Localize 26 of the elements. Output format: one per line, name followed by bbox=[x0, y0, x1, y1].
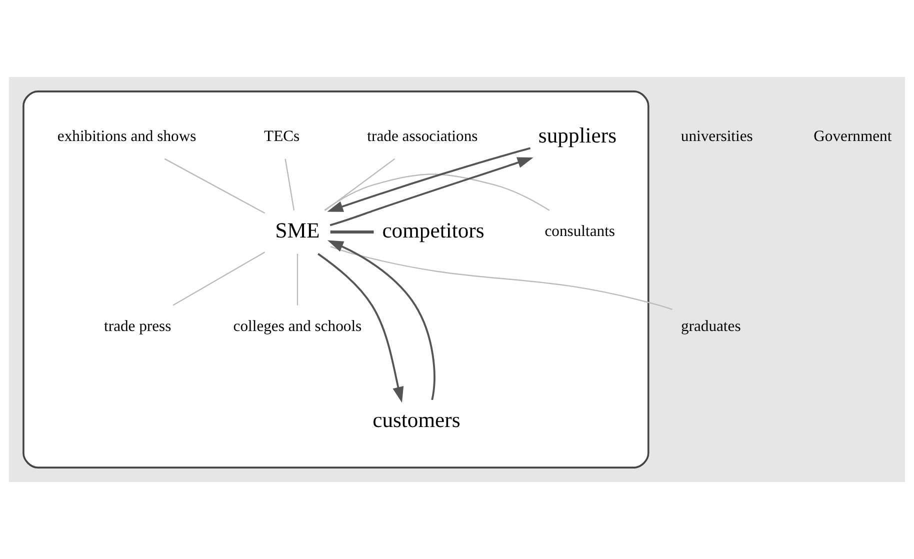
connector bbox=[164, 158, 266, 214]
node-text: trade associations bbox=[367, 128, 478, 146]
arrow bbox=[327, 147, 531, 212]
node-text: Government bbox=[814, 128, 892, 146]
node-text: TECs bbox=[264, 128, 300, 146]
node-text: universities bbox=[680, 128, 753, 146]
node-text: consultants bbox=[544, 223, 616, 240]
node-text: competitors bbox=[382, 218, 484, 242]
arrow bbox=[327, 240, 436, 400]
node-text: exhibitions and shows bbox=[57, 128, 196, 146]
node-text: SME bbox=[275, 218, 320, 242]
connector bbox=[296, 254, 298, 306]
connector bbox=[172, 252, 266, 306]
node-text: trade press bbox=[104, 318, 172, 336]
node-text: graduates bbox=[680, 318, 741, 336]
arrow bbox=[330, 157, 534, 226]
arrow bbox=[318, 253, 404, 403]
connector bbox=[324, 174, 550, 211]
node-text: colleges and schools bbox=[233, 318, 362, 336]
cluster bbox=[22, 90, 650, 468]
connector bbox=[330, 246, 672, 310]
node-text: suppliers bbox=[538, 123, 617, 148]
connector bbox=[284, 158, 295, 210]
connector bbox=[324, 158, 396, 211]
node-text: customers bbox=[372, 408, 460, 432]
connector bbox=[330, 230, 374, 234]
